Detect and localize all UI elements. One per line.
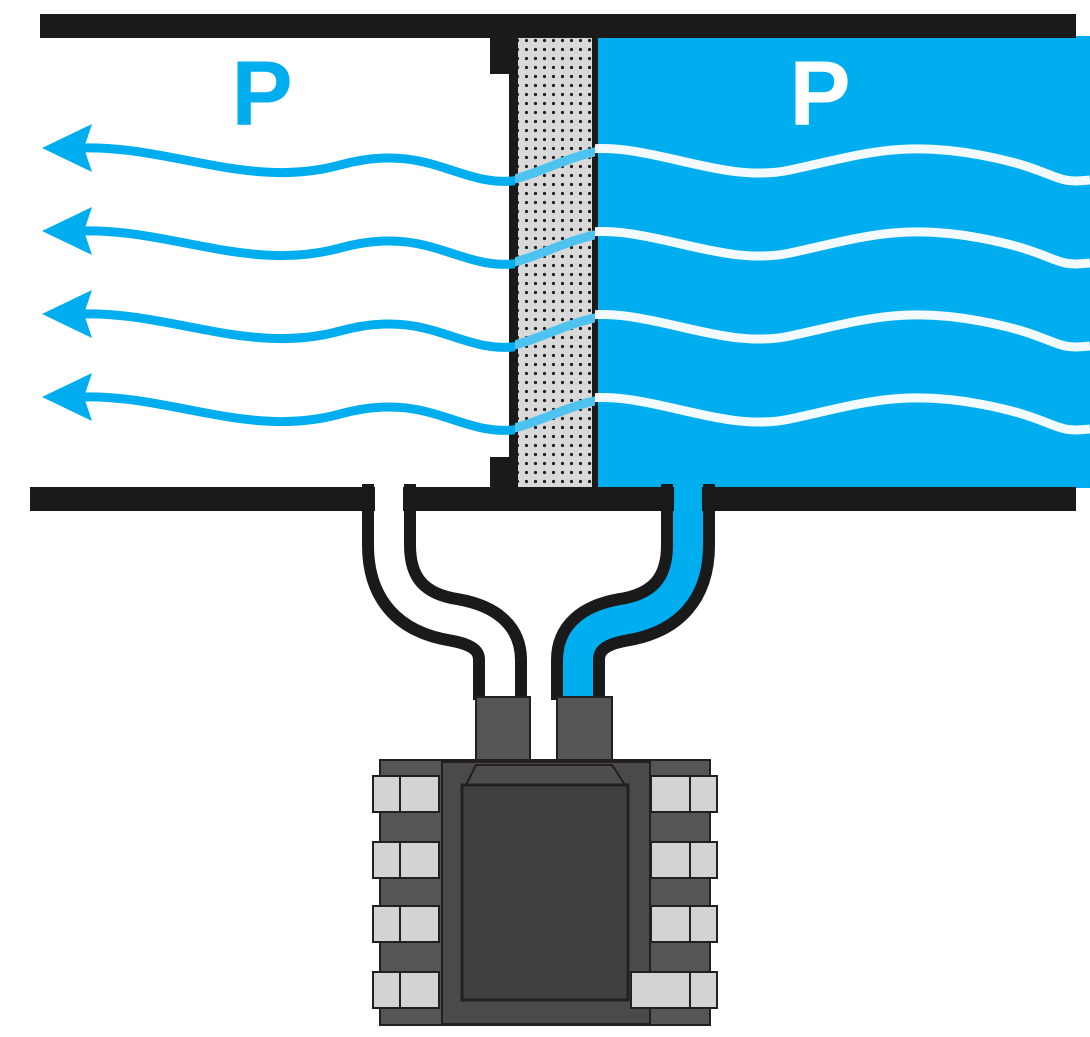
right-pressure-label: P	[789, 43, 850, 145]
top-wall	[40, 14, 1076, 38]
bottom-wall-left	[30, 487, 362, 511]
differential-pressure-sensor	[372, 696, 718, 1026]
arrow-left-icon	[42, 124, 92, 421]
left-pressure-label: P	[231, 43, 292, 145]
flow-waves-right	[595, 144, 1090, 435]
filter-right-edge	[592, 36, 598, 488]
sensor-port-left	[475, 696, 531, 766]
bottom-wall-middle	[418, 487, 660, 511]
right-pressure-port	[551, 484, 715, 700]
flow-waves-left	[75, 143, 515, 435]
filter-upper-lip	[490, 36, 512, 74]
sensor-pins	[372, 775, 718, 1009]
bottom-wall-right	[716, 487, 1076, 511]
filter-lower-lip	[490, 457, 512, 490]
left-pressure-port	[362, 484, 527, 700]
sensor-port-right	[556, 696, 613, 766]
flow-waves-filter	[515, 147, 595, 433]
sensor-die	[460, 783, 630, 1002]
